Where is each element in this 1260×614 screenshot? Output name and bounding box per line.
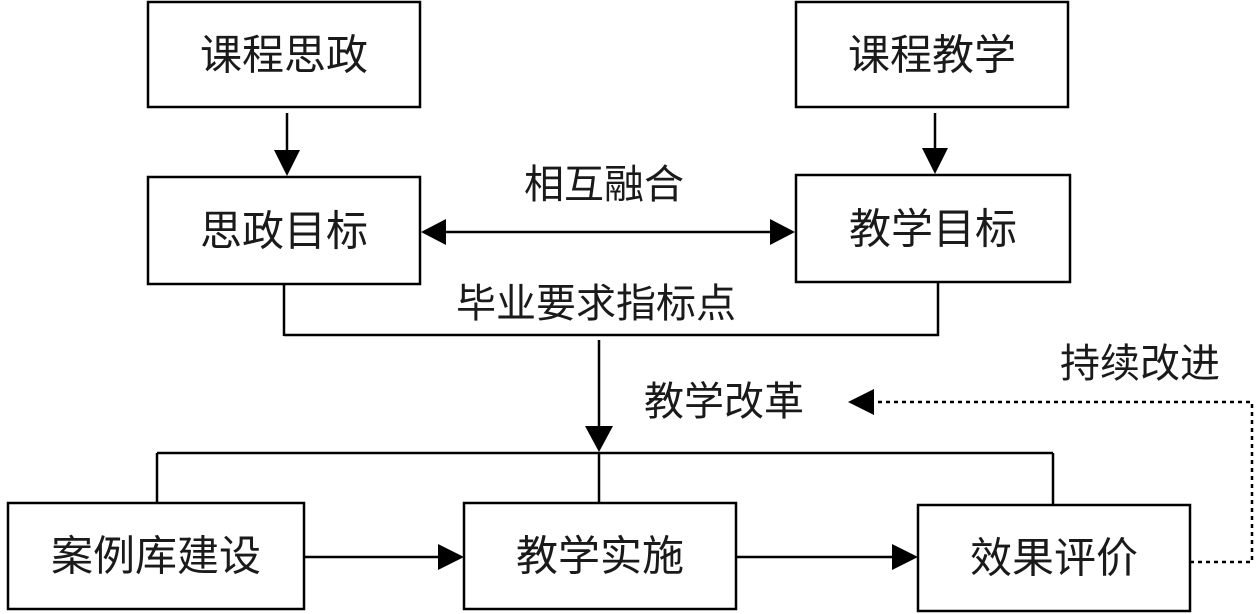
teaching-goal-box — [794, 173, 1072, 284]
arrow-head-down — [922, 148, 948, 174]
graduation-indicators-label: 毕业要求指标点 — [456, 281, 736, 327]
arrow-head-right — [770, 219, 795, 245]
ideology-goal-label: 思政目标 — [200, 207, 368, 256]
arrow-head-right — [892, 544, 918, 570]
course-teaching-box — [794, 0, 1070, 109]
case-library-label: 案例库建设 — [51, 532, 261, 581]
effect-evaluation-label: 效果评价 — [970, 534, 1138, 583]
teaching-reform-label: 教学改革 — [644, 379, 804, 425]
course-ideology-node: 课程思政 — [146, 0, 422, 109]
teaching-implementation-box — [462, 501, 738, 611]
course-ideology-box — [146, 0, 422, 109]
teaching-implementation-node: 教学实施 — [462, 501, 738, 611]
course-teaching-node: 课程教学 — [794, 0, 1070, 109]
arrow-head-down — [274, 150, 300, 176]
effect-evaluation-node: 效果评价 — [916, 503, 1192, 613]
teaching-goal-label: 教学目标 — [849, 205, 1017, 254]
ideology-goal-box — [146, 175, 422, 286]
ideology-goal-node: 思政目标 — [146, 175, 422, 286]
continuous-improvement-label: 持续改进 — [1060, 341, 1220, 387]
course-ideology-label: 课程思政 — [200, 31, 368, 80]
arrow-head-left — [421, 219, 446, 245]
arrow-head-right — [438, 544, 464, 570]
continuous-improvement-loop — [872, 400, 1254, 564]
teaching-implementation-label: 教学实施 — [516, 532, 684, 581]
arrow-head-left — [848, 389, 874, 415]
course-teaching-label: 课程教学 — [848, 31, 1016, 80]
case-library-node: 案例库建设 — [6, 501, 306, 611]
case-library-box — [6, 501, 306, 611]
effect-evaluation-box — [916, 503, 1192, 613]
teaching-goal-node: 教学目标 — [794, 173, 1072, 284]
arrow-head-down — [585, 426, 613, 452]
mutual-integration-label: 相互融合 — [524, 162, 684, 208]
